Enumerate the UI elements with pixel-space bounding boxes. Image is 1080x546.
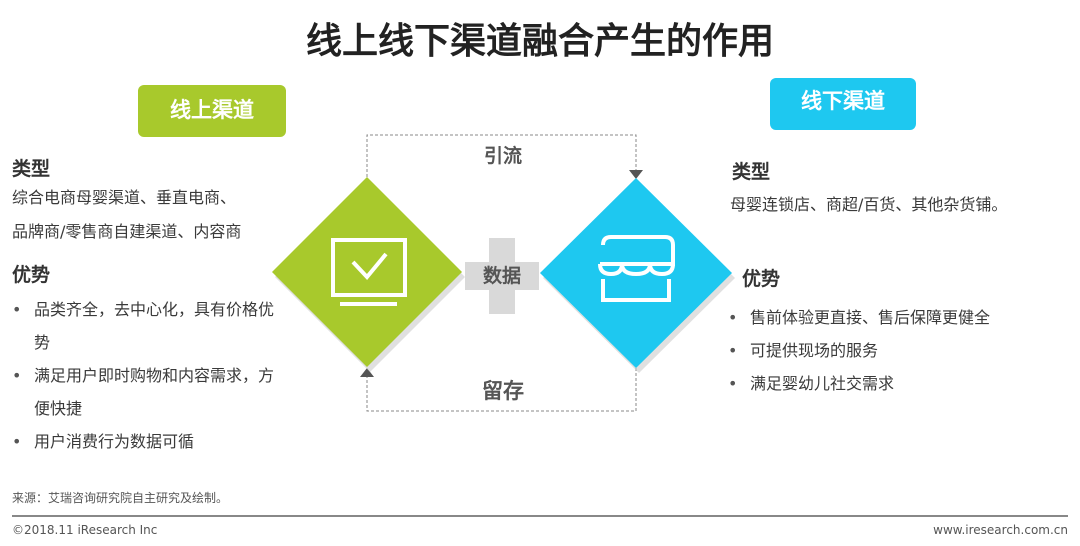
monitor-check-icon: [331, 238, 407, 306]
online-channel-badge: 线上渠道: [138, 85, 286, 137]
arrow-up-icon: [360, 368, 374, 377]
online-type-heading: 类型: [12, 158, 51, 180]
center-label: 数据: [483, 264, 521, 287]
footer-divider: [12, 515, 1068, 517]
online-type-line: 综合电商母婴渠道、垂直电商、: [12, 188, 237, 207]
online-type-text: 综合电商母婴渠道、垂直电商、 品牌商/零售商自建渠道、内容商: [12, 186, 292, 244]
list-item: 品类齐全，去中心化，具有价格优势: [12, 293, 280, 359]
list-item: 售前体验更直接、售后保障更健全: [728, 301, 1068, 334]
list-item: 满足用户即时购物和内容需求，方便快捷: [12, 359, 280, 425]
offline-advantages-list: 售前体验更直接、售后保障更健全 可提供现场的服务 满足婴幼儿社交需求: [728, 301, 1068, 400]
offline-type-heading: 类型: [732, 161, 771, 183]
online-diamond: [272, 177, 462, 367]
offline-channel-badge: 线下渠道: [770, 78, 916, 130]
store-icon: [598, 235, 676, 302]
plus-horizontal-bar: [465, 262, 539, 290]
offline-adv-heading: 优势: [742, 268, 781, 290]
source-note: 来源：艾瑞咨询研究院自主研究及绘制。: [12, 491, 229, 505]
list-item: 满足婴幼儿社交需求: [728, 367, 1068, 400]
online-adv-heading: 优势: [12, 264, 51, 286]
bottom-dashed-connector: [366, 368, 637, 412]
website-link[interactable]: www.iresearch.com.cn: [933, 523, 1068, 537]
page-title: 线上线下渠道融合产生的作用: [305, 21, 774, 62]
list-item: 用户消费行为数据可循: [12, 425, 280, 458]
list-item: 可提供现场的服务: [728, 334, 1068, 367]
offline-type-text: 母婴连锁店、商超/百货、其他杂货铺。: [730, 195, 1008, 214]
bottom-label: 留存: [482, 379, 524, 403]
online-type-line: 品牌商/零售商自建渠道、内容商: [12, 222, 242, 241]
top-label: 引流: [484, 144, 522, 167]
copyright: ©2018.11 iResearch Inc: [12, 523, 158, 537]
arrow-down-icon: [629, 170, 643, 179]
top-dashed-connector: [366, 134, 637, 177]
online-advantages-list: 品类齐全，去中心化，具有价格优势 满足用户即时购物和内容需求，方便快捷 用户消费…: [12, 293, 280, 458]
